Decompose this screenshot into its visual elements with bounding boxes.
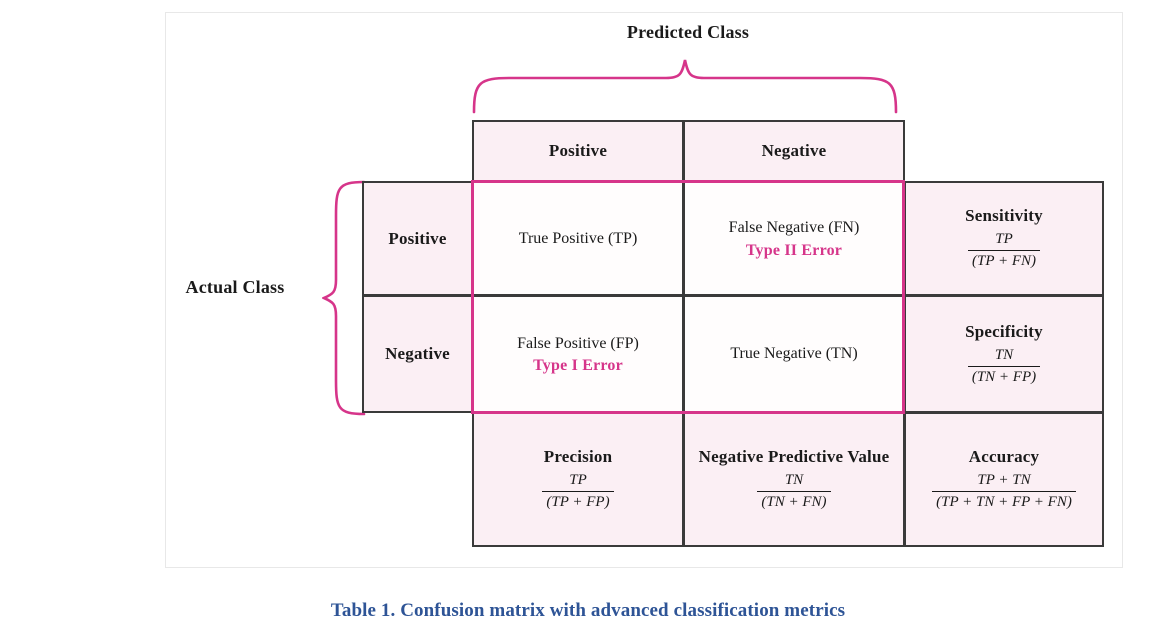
cell-true-positive-label: True Positive (TP) <box>518 229 638 247</box>
metric-negative-predictive-value-formula: TN (TN + FN) <box>757 471 831 512</box>
metric-precision-numerator: TP <box>569 472 587 489</box>
confusion-matrix-table: Positive Negative Positive True Positive… <box>362 120 1104 547</box>
metric-specificity-denominator: (TN + FP) <box>967 365 1041 387</box>
metric-negative-predictive-value-label: Negative Predictive Value <box>698 447 890 467</box>
metric-accuracy-label: Accuracy <box>968 447 1040 467</box>
row-header-negative: Negative <box>362 295 473 413</box>
cell-false-positive-error: Type I Error <box>533 357 623 375</box>
metric-negative-predictive-value-denominator: (TN + FN) <box>757 491 831 512</box>
metric-negative-predictive-value: Negative Predictive Value TN (TN + FN) <box>683 412 905 547</box>
cell-true-negative-label: True Negative (TN) <box>730 345 858 363</box>
cell-true-negative: True Negative (TN) <box>683 295 905 413</box>
column-header-positive-label: Positive <box>548 141 608 160</box>
curly-brace-down-icon <box>472 59 898 114</box>
metric-accuracy-formula: TP + TN (TP + TN + FP + FN) <box>932 471 1076 512</box>
cell-false-negative: False Negative (FN) Type II Error <box>683 181 905 296</box>
metric-accuracy-denominator: (TP + TN + FP + FN) <box>932 491 1076 512</box>
metric-specificity-label: Specificity <box>965 321 1043 341</box>
metric-sensitivity-numerator: TP <box>995 231 1013 248</box>
row-header-negative-label: Negative <box>385 344 450 363</box>
column-header-positive: Positive <box>472 120 684 182</box>
figure-caption: Table 1. Confusion matrix with advanced … <box>330 600 846 621</box>
metric-accuracy-numerator: TP + TN <box>977 472 1031 489</box>
predicted-class-label: Predicted Class <box>626 22 750 42</box>
column-header-negative-label: Negative <box>761 141 827 160</box>
metric-sensitivity-label: Sensitivity <box>965 206 1043 226</box>
metric-negative-predictive-value-numerator: TN <box>784 472 804 489</box>
metric-precision-formula: TP (TP + FP) <box>542 471 614 512</box>
cell-false-negative-error: Type II Error <box>745 241 843 259</box>
cell-false-negative-label: False Negative (FN) <box>728 219 860 237</box>
metric-precision: Precision TP (TP + FP) <box>472 412 684 547</box>
metric-accuracy: Accuracy TP + TN (TP + TN + FP + FN) <box>904 412 1104 547</box>
actual-class-label: Actual Class <box>185 277 285 297</box>
cell-false-positive-label: False Positive (FP) <box>517 334 639 352</box>
row-header-positive-label: Positive <box>388 228 447 248</box>
metric-precision-label: Precision <box>543 447 613 467</box>
metric-specificity-formula: TN (TN + FP) <box>967 346 1041 387</box>
metric-specificity: Specificity TN (TN + FP) <box>904 295 1104 413</box>
cell-true-positive: True Positive (TP) <box>472 181 684 296</box>
column-header-negative: Negative <box>683 120 905 182</box>
metric-sensitivity-formula: TP (TP + FN) <box>967 230 1040 271</box>
cell-false-positive: False Positive (FP) Type I Error <box>472 295 684 413</box>
metric-sensitivity-denominator: (TP + FN) <box>967 250 1040 271</box>
metric-precision-denominator: (TP + FP) <box>542 491 614 512</box>
row-header-positive: Positive <box>362 181 473 296</box>
curly-brace-right-icon <box>322 180 366 416</box>
metric-sensitivity: Sensitivity TP (TP + FN) <box>904 181 1104 296</box>
metric-specificity-numerator: TN <box>994 346 1014 363</box>
